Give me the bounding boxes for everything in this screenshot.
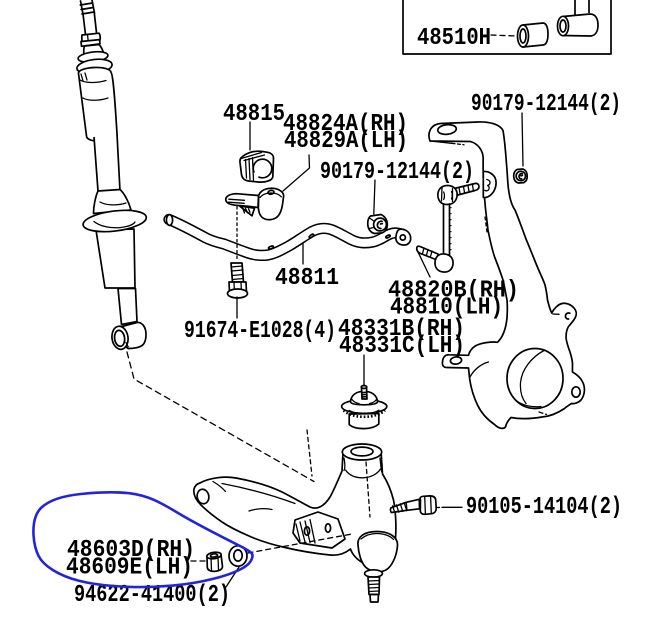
svg-text:48829A(LH): 48829A(LH) (284, 128, 408, 155)
svg-text:91674-E1028(4): 91674-E1028(4) (184, 318, 336, 345)
svg-text:90105-14104(2): 90105-14104(2) (466, 494, 622, 521)
svg-text:48820B(RH): 48820B(RH) (388, 278, 519, 305)
svg-text:48815: 48815 (223, 101, 285, 128)
svg-text:90179-12144(2): 90179-12144(2) (320, 159, 474, 186)
svg-text:90179-12144(2): 90179-12144(2) (471, 91, 621, 118)
svg-text:48331C(LH): 48331C(LH) (339, 333, 465, 360)
svg-text:48810(LH): 48810(LH) (390, 295, 503, 322)
svg-text:48824A(RH): 48824A(RH) (283, 111, 408, 138)
svg-text:48331B(RH): 48331B(RH) (338, 316, 465, 343)
svg-text:48811: 48811 (275, 265, 339, 292)
svg-text:48510H: 48510H (417, 25, 491, 52)
svg-text:48603D(RH): 48603D(RH) (67, 537, 195, 564)
svg-text:48609E(LH): 48609E(LH) (66, 555, 193, 582)
